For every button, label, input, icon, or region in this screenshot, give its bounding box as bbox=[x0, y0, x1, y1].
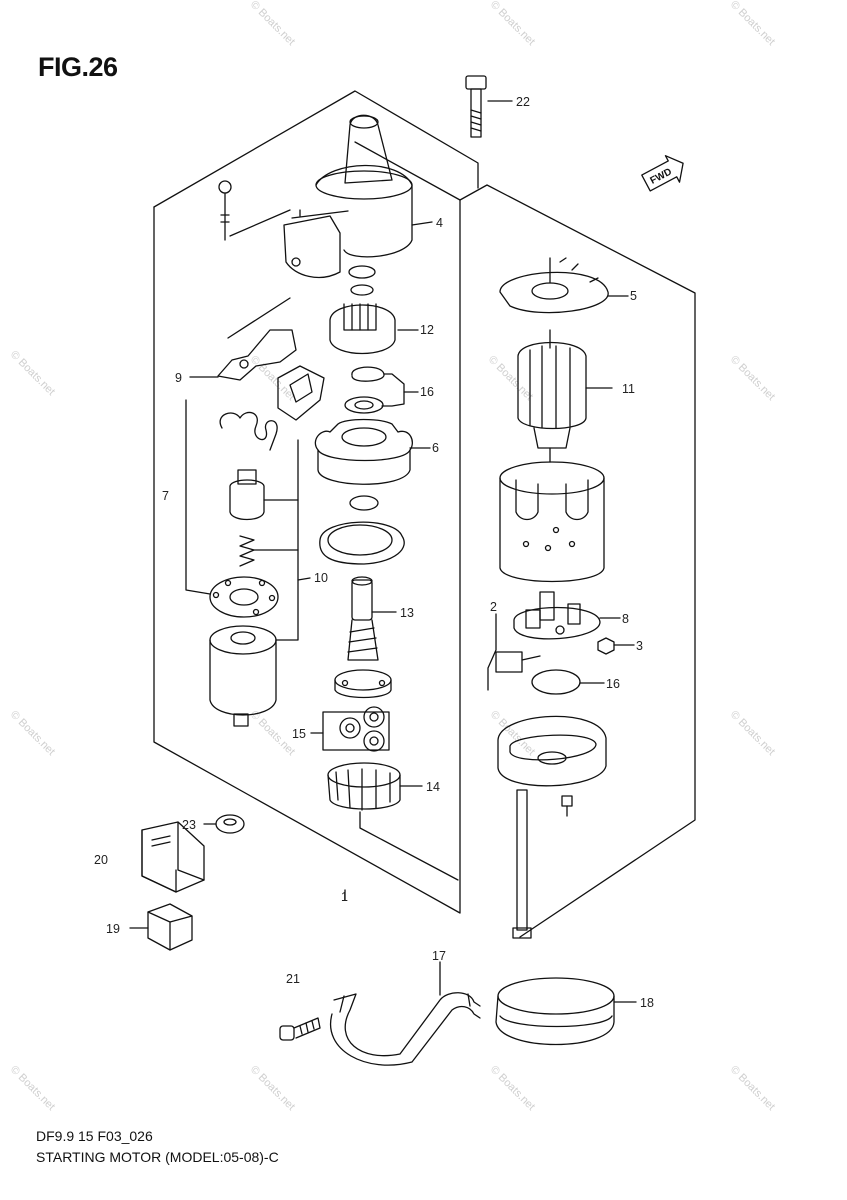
strap-17 bbox=[329, 961, 481, 1066]
callout-20: 20 bbox=[94, 853, 108, 867]
internal-gear-14 bbox=[327, 762, 459, 881]
callout-13: 13 bbox=[400, 606, 414, 620]
callout-1: 1 bbox=[341, 890, 348, 904]
through-bolt bbox=[512, 789, 532, 939]
callout-22: 22 bbox=[516, 95, 530, 109]
assembly-outline bbox=[354, 141, 461, 201]
assembly-outline bbox=[153, 90, 479, 208]
callout-layer: 22 4 5 12 9 16 11 6 7 10 13 2 8 3 16 15 … bbox=[94, 95, 654, 1010]
bracket bbox=[277, 365, 325, 421]
relay-19 bbox=[129, 903, 193, 951]
drawing-code: DF9.9 15 F03_026 bbox=[36, 1128, 153, 1144]
watermark: © Boats.net bbox=[248, 709, 297, 758]
assembly-outline bbox=[459, 184, 696, 938]
plunger bbox=[229, 469, 265, 521]
relay-20 bbox=[141, 821, 205, 893]
callout-5: 5 bbox=[630, 289, 637, 303]
armature-11 bbox=[517, 329, 613, 463]
shaft-13 bbox=[334, 576, 397, 699]
nut-3 bbox=[597, 637, 635, 655]
callout-19: 19 bbox=[106, 922, 120, 936]
figure-title: FIG.26 bbox=[38, 52, 118, 82]
callout-11: 11 bbox=[622, 382, 635, 396]
watermark: © Boats.net bbox=[488, 709, 537, 758]
planet-gears-15 bbox=[310, 706, 390, 752]
washer-16 bbox=[531, 669, 605, 695]
screw-21 bbox=[279, 1017, 321, 1041]
plate bbox=[209, 576, 279, 618]
watermark: © Boats.net bbox=[248, 354, 297, 403]
end-cap bbox=[497, 715, 607, 817]
callout-18: 18 bbox=[640, 996, 654, 1010]
callout-2: 2 bbox=[490, 600, 497, 614]
shift-lever-9 bbox=[189, 297, 297, 381]
solenoid-body bbox=[209, 625, 277, 727]
watermark: © Boats.net bbox=[488, 0, 537, 48]
callout-16: 16 bbox=[606, 677, 620, 691]
brush-holder-8 bbox=[513, 591, 621, 640]
watermark: © Boats.net bbox=[728, 709, 777, 758]
watermark: © Boats.net bbox=[8, 1064, 57, 1113]
callout-17: 17 bbox=[432, 949, 446, 963]
fwd-arrow-icon: FWD bbox=[641, 155, 684, 192]
ring-16 bbox=[344, 366, 419, 414]
drawing-description: STARTING MOTOR (MODEL:05-08)-C bbox=[36, 1149, 279, 1165]
spring-coil bbox=[239, 535, 255, 567]
gear-housing-6 bbox=[314, 418, 431, 511]
bolt-22 bbox=[465, 75, 513, 138]
callout-3: 3 bbox=[636, 639, 643, 653]
pinion-12 bbox=[329, 303, 419, 355]
drive-housing-4 bbox=[218, 114, 433, 279]
spring bbox=[219, 411, 278, 451]
watermark: © Boats.net bbox=[488, 1064, 537, 1113]
band-18 bbox=[495, 977, 637, 1046]
watermark: © Boats.net bbox=[8, 709, 57, 758]
callout-4: 4 bbox=[436, 216, 443, 230]
watermark: © Boats.net bbox=[248, 0, 297, 48]
callout-23: 23 bbox=[182, 818, 196, 832]
collar bbox=[348, 265, 376, 296]
end-plate-5 bbox=[499, 257, 629, 314]
gasket bbox=[319, 521, 405, 565]
grommet-23 bbox=[203, 814, 245, 834]
callout-16: 16 bbox=[420, 385, 434, 399]
callout-8: 8 bbox=[622, 612, 629, 626]
callout-14: 14 bbox=[426, 780, 440, 794]
callout-6: 6 bbox=[432, 441, 439, 455]
watermark: © Boats.net bbox=[248, 1064, 297, 1113]
brush-2 bbox=[487, 613, 541, 691]
callout-7: 7 bbox=[162, 489, 169, 503]
callout-9: 9 bbox=[175, 371, 182, 385]
watermark: © Boats.net bbox=[728, 354, 777, 403]
watermark: © Boats.net bbox=[728, 1064, 777, 1113]
watermark: © Boats.net bbox=[728, 0, 777, 48]
callout-12: 12 bbox=[420, 323, 434, 337]
callout-21: 21 bbox=[286, 972, 300, 986]
callout-10: 10 bbox=[314, 571, 328, 585]
yoke bbox=[499, 461, 605, 583]
watermark: © Boats.net bbox=[8, 349, 57, 398]
watermark: © Boats.net bbox=[486, 354, 535, 403]
bracket-7 bbox=[185, 399, 311, 641]
assembly-outline bbox=[153, 199, 461, 914]
callout-15: 15 bbox=[292, 727, 306, 741]
